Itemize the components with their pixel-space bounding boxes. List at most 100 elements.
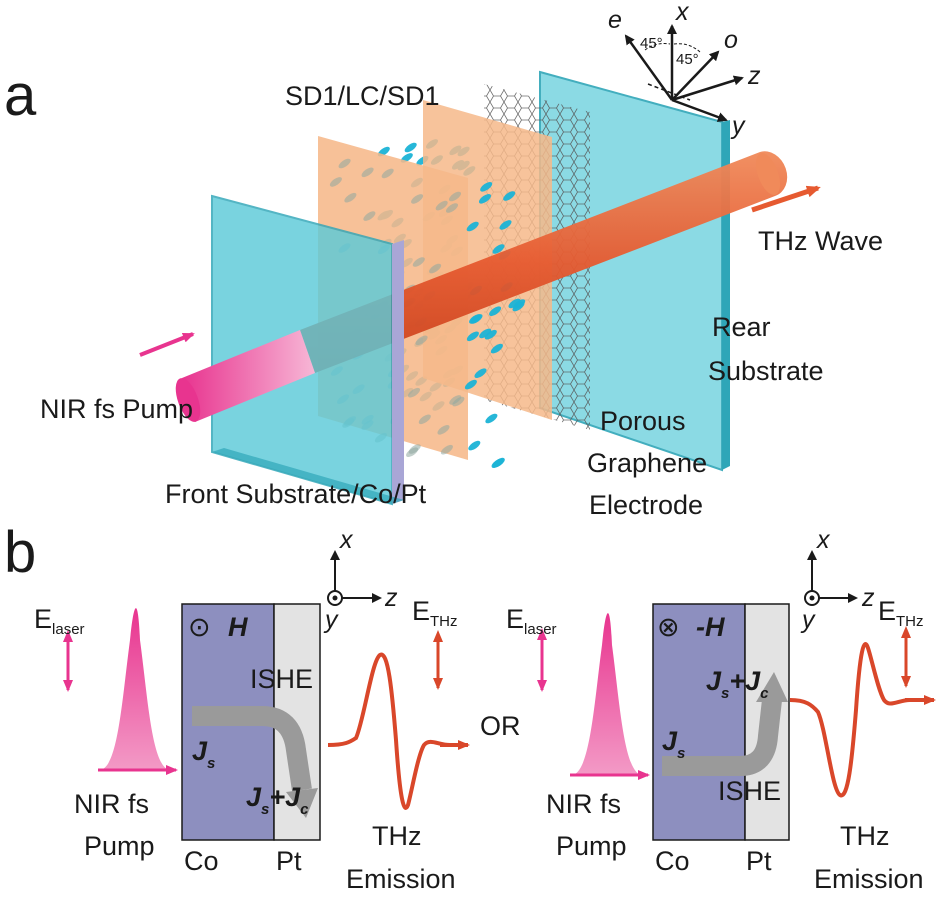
left-ishe-label: ISHE (250, 664, 313, 694)
left-axis-z: z (384, 584, 398, 612)
lc-molecule (479, 328, 492, 339)
lc-molecule (445, 203, 459, 213)
lc-molecule (489, 306, 502, 316)
lc-molecule (408, 444, 421, 454)
lc-molecule (407, 387, 421, 398)
nir-pump-beam (175, 330, 315, 422)
lc-molecule (412, 257, 425, 267)
lc-molecule (435, 200, 448, 211)
lc-molecule (499, 220, 512, 230)
left-co-label: Co (184, 846, 219, 876)
rear-substrate-label-line2: Substrate (708, 356, 824, 386)
lc-molecule (490, 343, 503, 354)
pt-layer-right (744, 603, 790, 841)
thz-waveform-icon-right (789, 642, 920, 798)
lc-molecule (478, 194, 492, 204)
lc-molecule (492, 457, 505, 468)
lc-molecule (344, 192, 357, 203)
right-emission-line1: THz (840, 821, 890, 851)
lc-molecule (484, 329, 497, 340)
pump-pulse-icon (100, 608, 170, 770)
left-axis-y: y (323, 606, 339, 634)
left-diagram (63, 550, 470, 841)
axis-y-label-a: y (730, 112, 746, 140)
axis-o-label: o (724, 26, 738, 54)
porous-label-line2: Graphene (587, 448, 707, 478)
lc-molecule (452, 396, 465, 407)
thz-wave-arrow-icon (751, 185, 821, 213)
thz-waveform-icon (327, 652, 460, 810)
left-pt-label: Pt (276, 846, 302, 876)
lc-molecule (381, 168, 394, 179)
lc-molecule (503, 191, 516, 201)
lc-molecule (466, 221, 479, 232)
left-jsjc-label: Js+Jc (246, 782, 309, 818)
lc-molecule (411, 194, 424, 204)
left-pump-line1: NIR fs (74, 789, 149, 819)
porous-label-line3: Electrode (589, 490, 703, 520)
angle-right-label: 45° (676, 51, 699, 68)
left-emission-line1: THz (372, 821, 422, 851)
lc-molecule (508, 298, 521, 309)
right-js-label: Js (662, 726, 685, 762)
left-axis-x: x (339, 526, 354, 554)
thz-wave-label: THz Wave (758, 226, 883, 256)
panel-b-letter: b (4, 520, 36, 585)
or-label: OR (480, 711, 521, 741)
lc-molecule (437, 425, 450, 435)
coordinate-axes-a (624, 24, 744, 122)
lc-molecule (429, 263, 442, 274)
lc-molecule (404, 142, 417, 153)
right-axis-x: x (816, 526, 831, 554)
right-field-label: -H (696, 612, 725, 642)
lc-molecule (415, 335, 428, 346)
right-pump-line2: Pump (556, 831, 627, 861)
lc-molecule (440, 444, 453, 455)
right-e-laser-label: Elaser (506, 604, 557, 638)
right-pump-line1: NIR fs (546, 789, 621, 819)
right-axis-z: z (861, 584, 875, 612)
lc-molecule (449, 395, 462, 405)
left-field-symbol: ⊙ (188, 612, 211, 642)
lc-molecule (492, 244, 505, 254)
right-co-label: Co (655, 846, 690, 876)
rear-substrate-label-line1: Rear (712, 312, 771, 342)
right-e-thz-label: ETHz (878, 596, 924, 630)
left-emission-line2: Emission (346, 864, 456, 894)
lc-molecule (485, 413, 498, 424)
right-pt-label: Pt (746, 846, 772, 876)
lc-molecule (363, 211, 376, 221)
spin-current-arrow-icon (192, 706, 312, 792)
pump-pulse-icon-right (572, 613, 642, 775)
right-ishe-label: ISHE (718, 776, 781, 806)
right-diagram (537, 550, 936, 841)
left-field-label: H (228, 612, 248, 642)
lc-molecule (474, 368, 487, 378)
axis-x-label-a: x (675, 0, 690, 26)
right-field-symbol: ⊗ (657, 612, 680, 642)
pump-label: NIR fs Pump (40, 394, 193, 424)
lc-molecule (468, 440, 481, 451)
lc-molecule (513, 299, 526, 309)
lc-molecule (418, 414, 431, 425)
left-js-label: Js (192, 736, 215, 772)
lc-molecule (329, 177, 342, 187)
porous-label-line1: Porous (600, 406, 686, 436)
panel-a-letter: a (4, 63, 37, 128)
sd-stack-label: SD1/LC/SD1 (285, 81, 440, 111)
lc-molecule (361, 167, 374, 178)
lc-molecule (480, 182, 493, 192)
left-pump-line2: Pump (84, 831, 155, 861)
lc-molecule (464, 379, 477, 390)
front-substrate-label: Front Substrate/Co/Pt (165, 479, 427, 509)
left-e-laser-label: Elaser (34, 604, 85, 638)
lc-molecule (338, 158, 351, 169)
left-e-thz-label: ETHz (412, 596, 458, 630)
right-emission-line2: Emission (814, 864, 924, 894)
right-jsjc-label: Js+Jc (706, 666, 769, 702)
axis-e-label: e (608, 6, 622, 34)
spin-current-arrow-icon-right (662, 698, 782, 776)
thz-beam (300, 151, 788, 373)
axis-z-label-a: z (747, 62, 761, 90)
